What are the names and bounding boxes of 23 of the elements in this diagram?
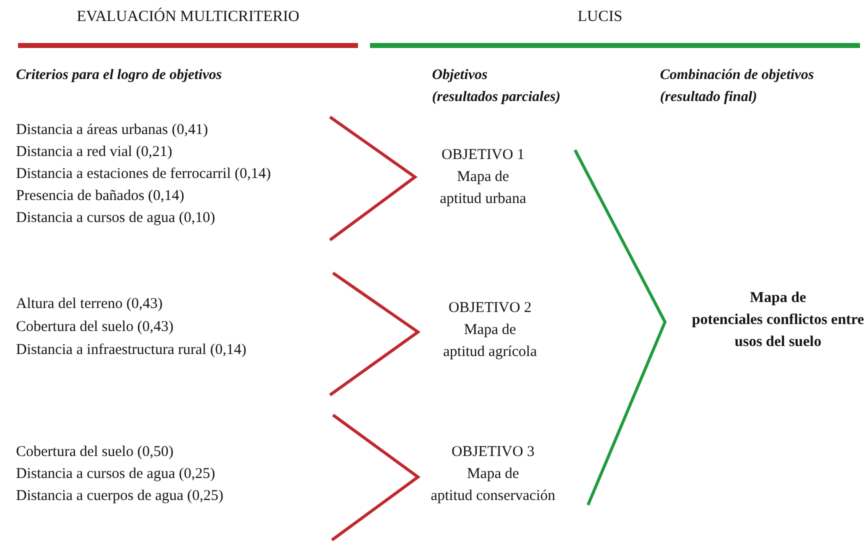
objective-title: OBJETIVO 2 [448, 299, 532, 318]
criterion: Distancia a estaciones de ferrocarril (0,14) [16, 165, 272, 184]
criterion: Distancia a cursos de agua (0,25) [16, 465, 216, 484]
criterion: Distancia a cursos de agua (0,10) [16, 209, 216, 228]
objective-map: Mapa de aptitud urbana [438, 168, 528, 209]
criterion: Distancia a red vial (0,21) [16, 143, 174, 162]
objective-title: OBJETIVO 1 [440, 146, 526, 165]
column-heading: Criterios para el logro de objetivos [16, 66, 223, 85]
criterion: Distancia a infraestructura rural (0,14) [16, 341, 248, 360]
criterion: Cobertura del suelo (0,50) [16, 443, 174, 462]
result-text: Mapa de potenciales conflictos entre usos del suelo [690, 289, 865, 352]
criterion: Presencia de bañados (0,14) [16, 187, 186, 206]
criterion: Cobertura del suelo (0,43) [16, 318, 174, 337]
section-title: LUCIS [576, 7, 624, 27]
column-heading: Objetivos (resultados parciales) [432, 66, 562, 107]
objective-map: Mapa de aptitud conservación [430, 465, 556, 506]
criterion: Distancia a cuerpos de agua (0,25) [16, 487, 224, 506]
objective-map: Mapa de aptitud agrícola [442, 321, 538, 362]
criterion: Distancia a áreas urbanas (0,41) [16, 121, 209, 140]
section-title: EVALUACIÓN MULTICRITERIO [76, 6, 300, 27]
column-heading: Combinación de objetivos (resultado final) [660, 66, 815, 107]
objective-title: OBJETIVO 3 [450, 443, 536, 462]
criterion: Altura del terreno (0,43) [16, 295, 164, 314]
